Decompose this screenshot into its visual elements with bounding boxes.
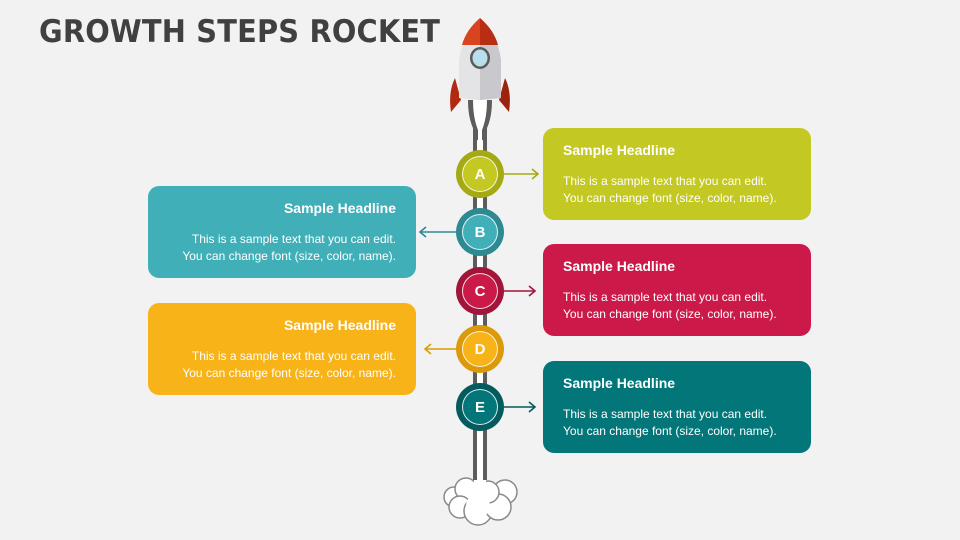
card-headline: Sample Headline — [283, 317, 396, 333]
connector-arrows — [418, 168, 540, 413]
card-text-line: You can change font (size, color, name). — [182, 366, 396, 380]
step-letter-e: E — [462, 389, 498, 425]
step-letter-d: D — [462, 331, 498, 367]
card-headline: Sample Headline — [283, 200, 396, 216]
step-card-a[interactable]: Sample Headline This is a sample text th… — [543, 128, 811, 220]
rocket-icon — [450, 18, 510, 112]
card-headline: Sample Headline — [563, 142, 676, 158]
step-node-c[interactable]: C — [456, 267, 504, 315]
card-text-line: This is a sample text that you can edit. — [563, 290, 768, 304]
card-text-line: You can change font (size, color, name). — [563, 307, 777, 321]
step-letter-c: C — [462, 273, 498, 309]
step-card-c[interactable]: Sample Headline This is a sample text th… — [543, 244, 811, 336]
card-text-line: You can change font (size, color, name). — [182, 249, 396, 263]
card-text-line: This is a sample text that you can edit. — [563, 407, 768, 421]
slide-title: GROWTH STEPS ROCKET — [39, 14, 441, 50]
card-text-line: This is a sample text that you can edit. — [191, 232, 396, 246]
card-headline: Sample Headline — [563, 258, 676, 274]
step-letter-b: B — [462, 214, 498, 250]
step-node-e[interactable]: E — [456, 383, 504, 431]
card-text-line: You can change font (size, color, name). — [563, 191, 777, 205]
card-text-line: This is a sample text that you can edit. — [191, 349, 396, 363]
step-card-b[interactable]: Sample Headline This is a sample text th… — [148, 186, 416, 278]
card-text-line: This is a sample text that you can edit. — [563, 174, 768, 188]
step-node-a[interactable]: A — [456, 150, 504, 198]
card-headline: Sample Headline — [563, 375, 676, 391]
step-node-b[interactable]: B — [456, 208, 504, 256]
step-card-d[interactable]: Sample Headline This is a sample text th… — [148, 303, 416, 395]
step-letter-a: A — [462, 156, 498, 192]
card-text-line: You can change font (size, color, name). — [563, 424, 777, 438]
step-card-e[interactable]: Sample Headline This is a sample text th… — [543, 361, 811, 453]
step-node-d[interactable]: D — [456, 325, 504, 373]
